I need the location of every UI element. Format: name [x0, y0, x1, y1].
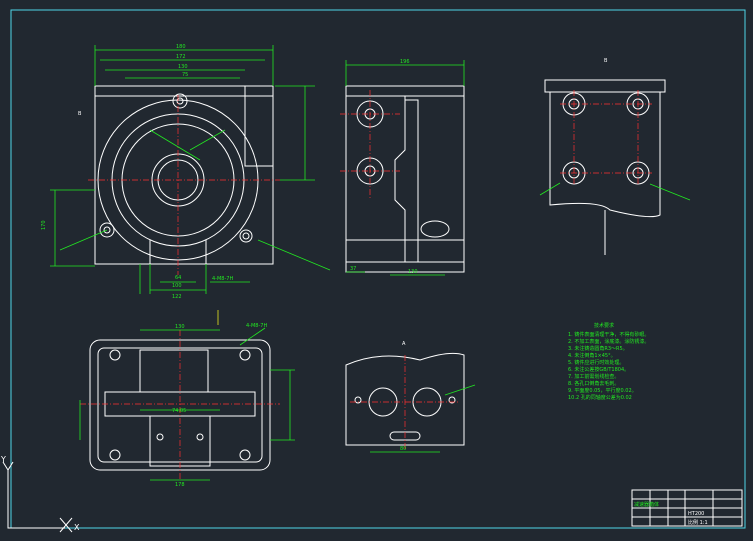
- dim-top-overall: 180: [176, 44, 186, 50]
- ucs-y-label: Y: [0, 455, 6, 464]
- tech-note-2: 2. 不加工表面，涂底漆。涂防锈漆。: [568, 338, 649, 345]
- front-holes-label: 4-M8-7H: [212, 276, 233, 282]
- plan-view[interactable]: [79, 310, 295, 481]
- dim-plan-bottom: 178: [175, 482, 185, 488]
- dim-front-bottom-3: 122: [172, 294, 182, 300]
- view-b-label: B: [78, 111, 82, 117]
- front-view[interactable]: [50, 45, 331, 294]
- dim-plan-bottom-mid: 74.05: [172, 408, 186, 414]
- dim-top-fourth: 75: [182, 72, 188, 78]
- title-block-row3: 比例 1:1: [688, 519, 708, 526]
- dim-side-bottom-mid: 130: [408, 269, 418, 275]
- view-a[interactable]: [345, 352, 476, 453]
- tech-note-9: 9. 平面度0.05，平行度0.02。: [568, 387, 637, 394]
- plan-holes-label: 4-M8-7H: [246, 323, 267, 329]
- ucs-icon: [2, 461, 73, 533]
- drawing-frame: [10, 9, 746, 529]
- dim-top-third: 130: [178, 64, 188, 70]
- dim-side-bottom-left: 37: [350, 266, 356, 272]
- tech-note-10: 10.2 孔的同轴度公差为0.02: [568, 394, 632, 401]
- ucs-x-label: X: [74, 523, 80, 532]
- tech-notes-title: 技术要求: [594, 322, 614, 329]
- view-b[interactable]: [539, 79, 691, 255]
- tech-note-4: 4. 未注倒角1×45°。: [568, 352, 616, 359]
- dim-front-bottom-1: 64: [175, 275, 181, 281]
- view-a-title: A: [402, 341, 406, 347]
- tech-note-1: 1. 铸件表面清理干净，不得有砂眼。: [568, 331, 649, 338]
- title-block[interactable]: [631, 489, 743, 527]
- view-b-title: B: [604, 58, 608, 64]
- tech-note-8: 8. 各孔口倒角去毛刺。: [568, 380, 619, 387]
- dim-top-second: 172: [176, 54, 186, 60]
- dim-left-height: 170: [41, 220, 47, 230]
- tech-note-7: 7. 加工前需划线检查。: [568, 373, 619, 380]
- title-block-row1: 减速器箱体: [634, 501, 659, 508]
- tech-notes: 技术要求 1. 铸件表面清理干净，不得有砂眼。 2. 不加工表面，涂底漆。涂防锈…: [568, 322, 649, 401]
- dim-front-bottom-2: 100: [172, 283, 182, 289]
- tech-note-3: 3. 未注铸造圆角R3～R5。: [568, 345, 628, 352]
- side-view[interactable]: [340, 60, 465, 276]
- dim-side-width: 196: [400, 59, 410, 65]
- tech-note-6: 6. 未注公差按GB/T1804。: [568, 366, 629, 373]
- title-block-row2: HT200: [688, 511, 704, 517]
- dim-view-a-bottom: 80: [400, 446, 406, 452]
- dim-plan-top: 130: [175, 324, 185, 330]
- tech-note-5: 5. 铸件应进行时效处理。: [568, 359, 624, 366]
